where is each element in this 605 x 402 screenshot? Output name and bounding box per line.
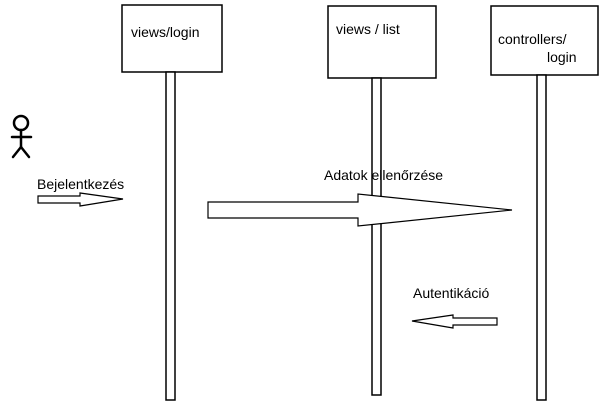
lifeline-views-login: views/login — [121, 4, 223, 401]
message-autentikacio: Autentikáció — [411, 285, 498, 329]
message-label: Bejelentkezés — [37, 176, 124, 192]
lifeline-label: controllers/ — [498, 31, 567, 47]
lifeline-bar — [165, 71, 176, 401]
lifeline-box — [490, 5, 599, 76]
message-bejelentkezes: Bejelentkezés — [37, 176, 124, 207]
lifeline-box — [121, 4, 223, 73]
lifeline-label: views/login — [131, 24, 199, 40]
message-arrow — [207, 193, 513, 227]
message-label: Autentikáció — [413, 285, 489, 301]
lifeline-bar — [536, 74, 547, 401]
stick-figure-icon — [10, 114, 33, 159]
message-arrow — [411, 314, 498, 329]
message-arrow — [37, 192, 124, 207]
lifeline-label: views / list — [336, 21, 400, 37]
lifeline-box — [327, 5, 437, 79]
lifeline-controllers-login: controllers/ login — [490, 5, 599, 401]
lifeline-bar — [371, 77, 382, 396]
message-adatok-ellenorzese: Adatok ellenőrzése — [207, 167, 513, 227]
lifeline-views-list: views / list — [327, 5, 437, 396]
lifeline-label: login — [547, 49, 577, 65]
message-label: Adatok ellenőrzése — [324, 167, 443, 183]
